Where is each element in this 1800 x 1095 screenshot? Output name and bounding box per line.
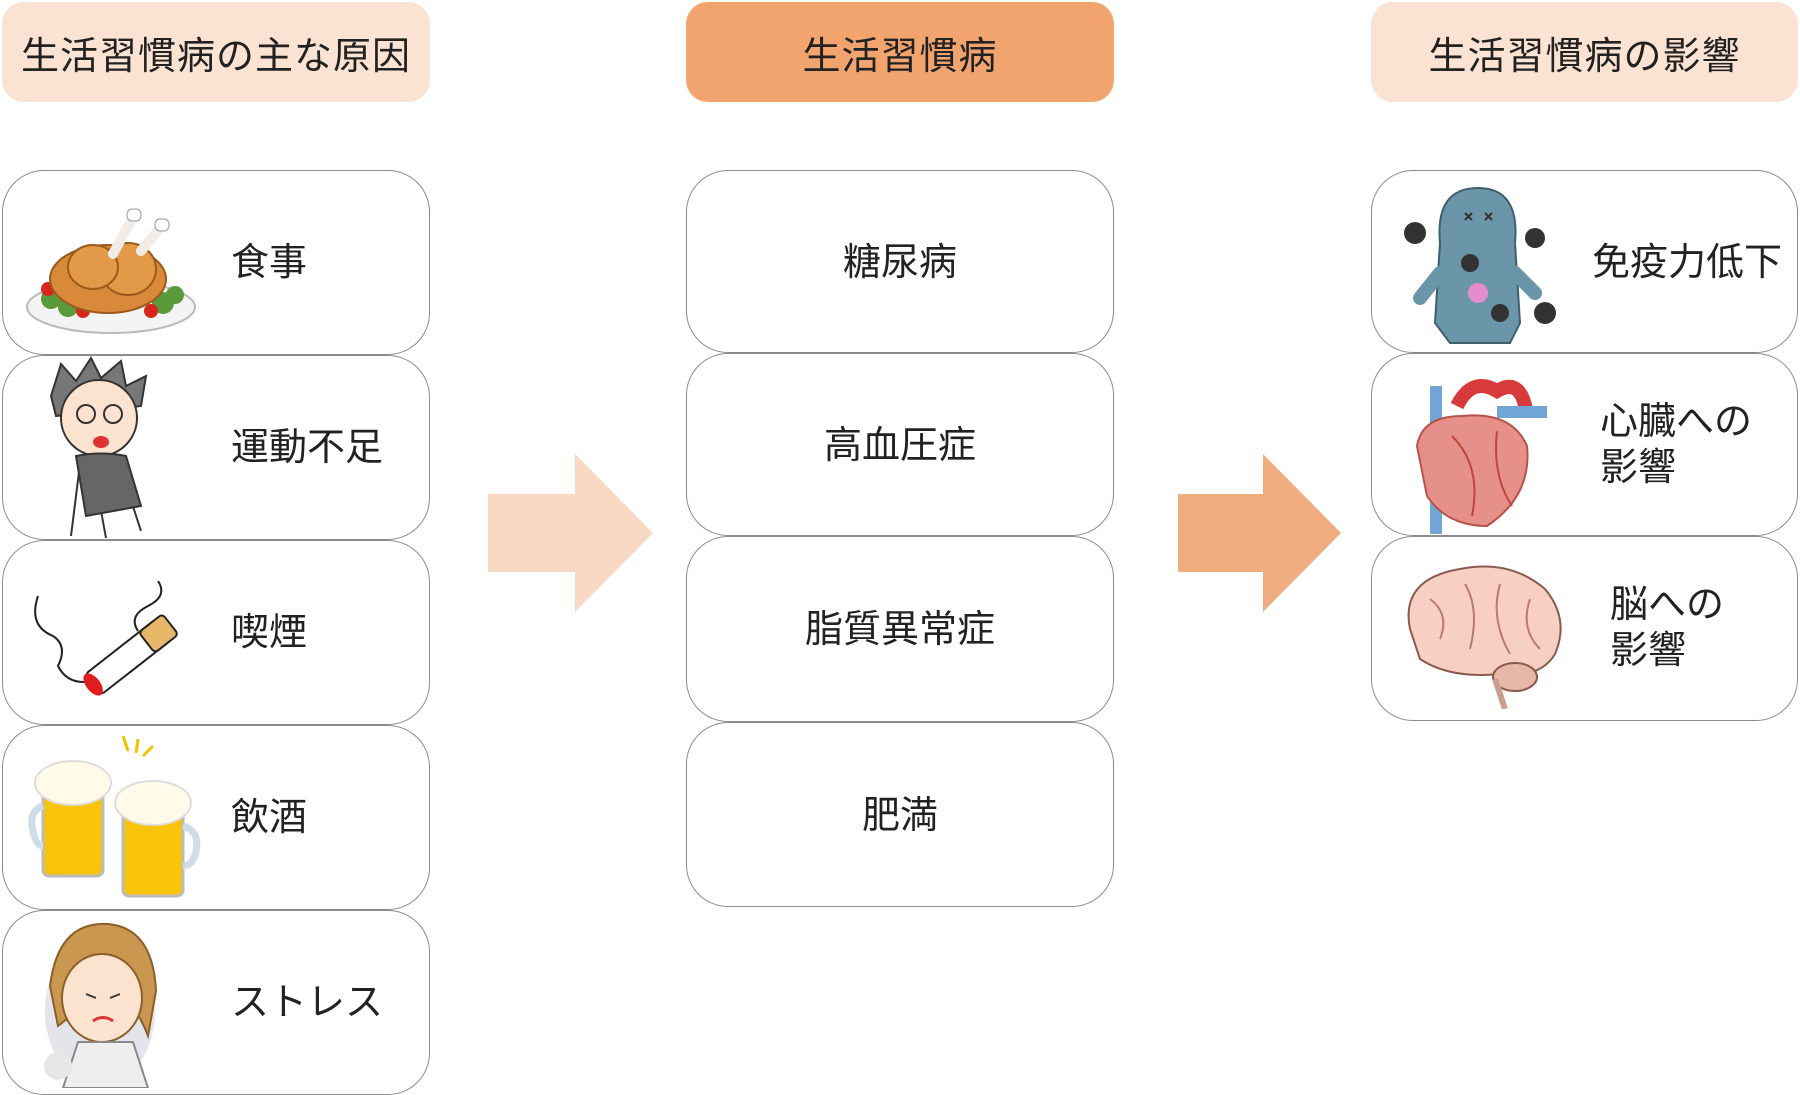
effect-card-brain: 脳への 影響 <box>1371 536 1798 721</box>
cause-card-diet: 食事 <box>2 170 430 355</box>
brain-icon <box>1407 565 1562 709</box>
effect-label-immunity: 免疫力低下 <box>1592 240 1783 284</box>
disease-label-dyslipidemia: 脂質異常症 <box>804 607 995 651</box>
effect-label-brain: 脳への 影響 <box>1610 582 1725 672</box>
cause-card-drinking: 飲酒 <box>2 725 430 910</box>
cause-label-exercise: 運動不足 <box>231 425 384 469</box>
stressed-woman-icon <box>44 922 158 1088</box>
cause-label-drinking: 飲酒 <box>231 795 308 839</box>
arrow-right-icon <box>1178 454 1341 612</box>
roast-chicken-icon <box>26 208 196 334</box>
cause-card-smoking: 喫煙 <box>2 540 430 725</box>
cause-card-stress: ストレス <box>2 910 430 1095</box>
disease-card-hypertension: 高血圧症 <box>686 353 1114 536</box>
causes-header-text: 生活習慣病の主な原因 <box>20 33 411 78</box>
cause-label-stress: ストレス <box>231 980 384 1024</box>
effects-header-text: 生活習慣病の影響 <box>1428 33 1741 78</box>
disease-card-dyslipidemia: 脂質異常症 <box>686 536 1114 722</box>
disease-card-obesity: 肥満 <box>686 722 1114 907</box>
causes-header: 生活習慣病の主な原因 <box>2 2 430 102</box>
disease-label-hypertension: 高血圧症 <box>823 422 976 467</box>
immune-germs-icon <box>1404 186 1556 344</box>
effect-card-heart: 心臓への 影響 <box>1371 353 1798 536</box>
cause-label-smoking: 喫煙 <box>231 610 308 654</box>
effects-header: 生活習慣病の影響 <box>1371 2 1798 102</box>
tired-man-icon <box>49 356 148 539</box>
cause-label-diet: 食事 <box>231 240 308 284</box>
effect-card-immunity: 免疫力低下 <box>1371 170 1798 353</box>
diseases-header-text: 生活習慣病 <box>802 33 998 78</box>
disease-label-diabetes: 糖尿病 <box>842 239 957 284</box>
cause-card-exercise: 運動不足 <box>2 355 430 540</box>
disease-card-diabetes: 糖尿病 <box>686 170 1114 353</box>
arrow-right-icon <box>488 454 653 612</box>
effect-label-heart: 心臓への 影響 <box>1600 399 1753 489</box>
beer-mugs-icon <box>28 735 201 898</box>
diseases-header: 生活習慣病 <box>686 2 1114 102</box>
cigarette-icon <box>34 580 178 696</box>
disease-label-obesity: 肥満 <box>861 792 938 837</box>
heart-icon <box>1415 379 1547 534</box>
